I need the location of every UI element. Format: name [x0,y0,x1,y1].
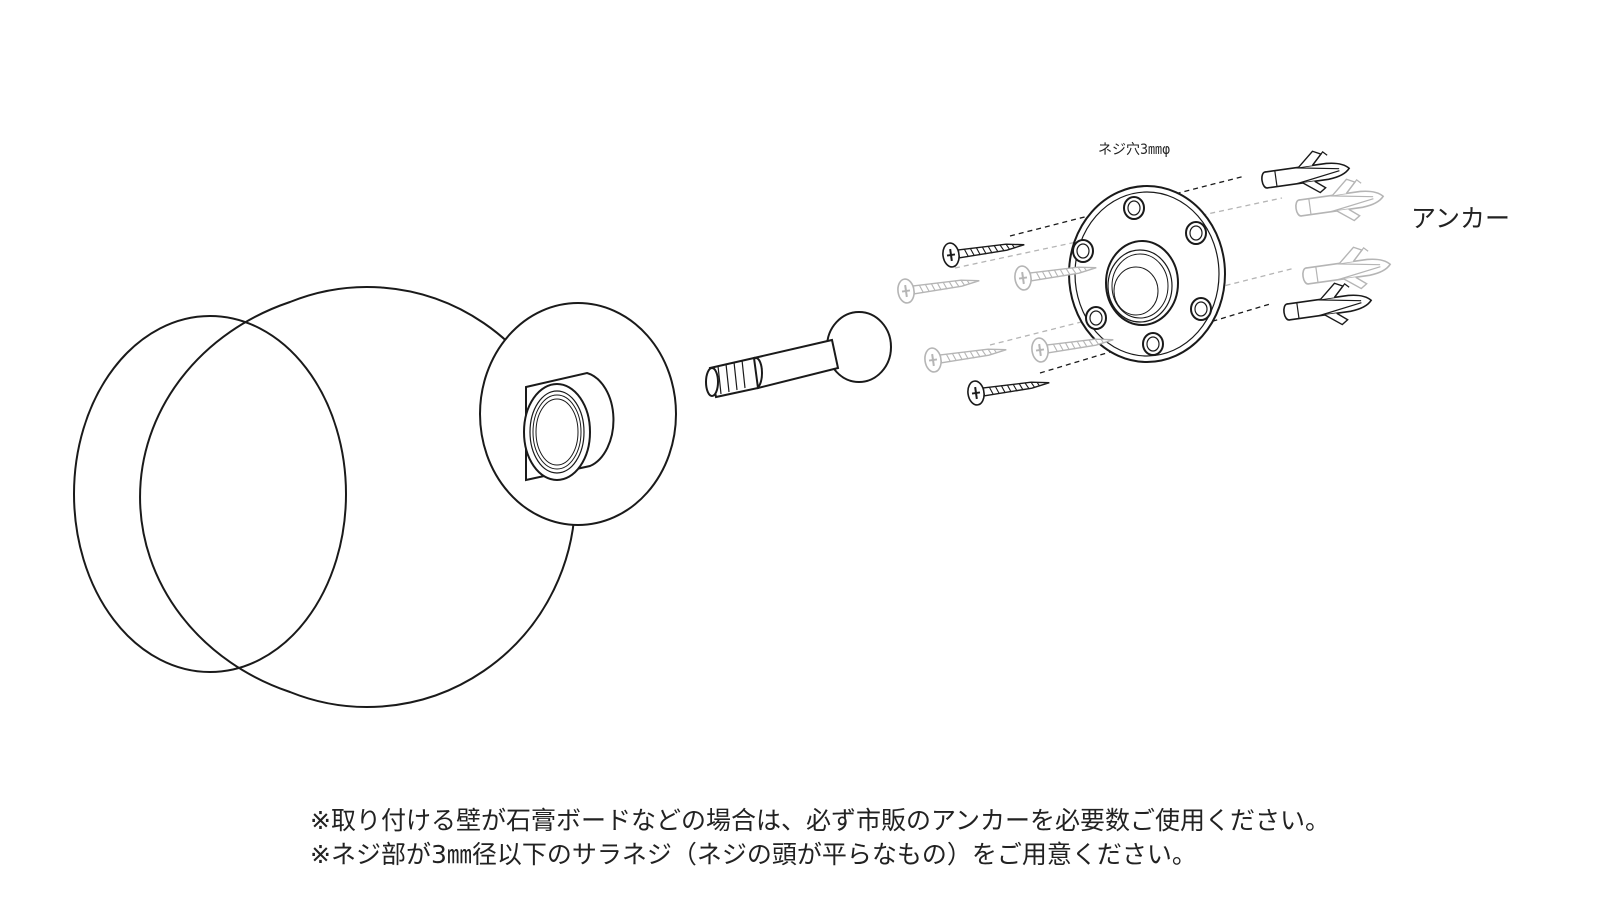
dome-cover [73,286,577,708]
note-anchor: ※取り付ける壁が石膏ボードなどの場合は、必ず市販のアンカーを必要数ご使用ください… [310,806,1330,835]
screw-icon [895,267,982,305]
ball-stud [705,311,892,399]
screw-icon [940,231,1027,269]
note-screw: ※ネジ部が3㎜径以下のサラネジ（ネジの頭が平らなもの）をご用意ください。 [310,840,1197,869]
screw-hole-label: ネジ穴3㎜φ [1098,142,1171,158]
mounting-plate [1068,185,1226,363]
screw-icon [965,369,1052,407]
anchor-icon [1299,241,1394,298]
cup-part [479,302,677,526]
anchor-label: アンカー [1411,204,1511,233]
screw-icon [922,336,1009,374]
installation-notes: ※取り付ける壁が石膏ボードなどの場合は、必ず市販のアンカーを必要数ご使用ください… [310,804,1330,872]
